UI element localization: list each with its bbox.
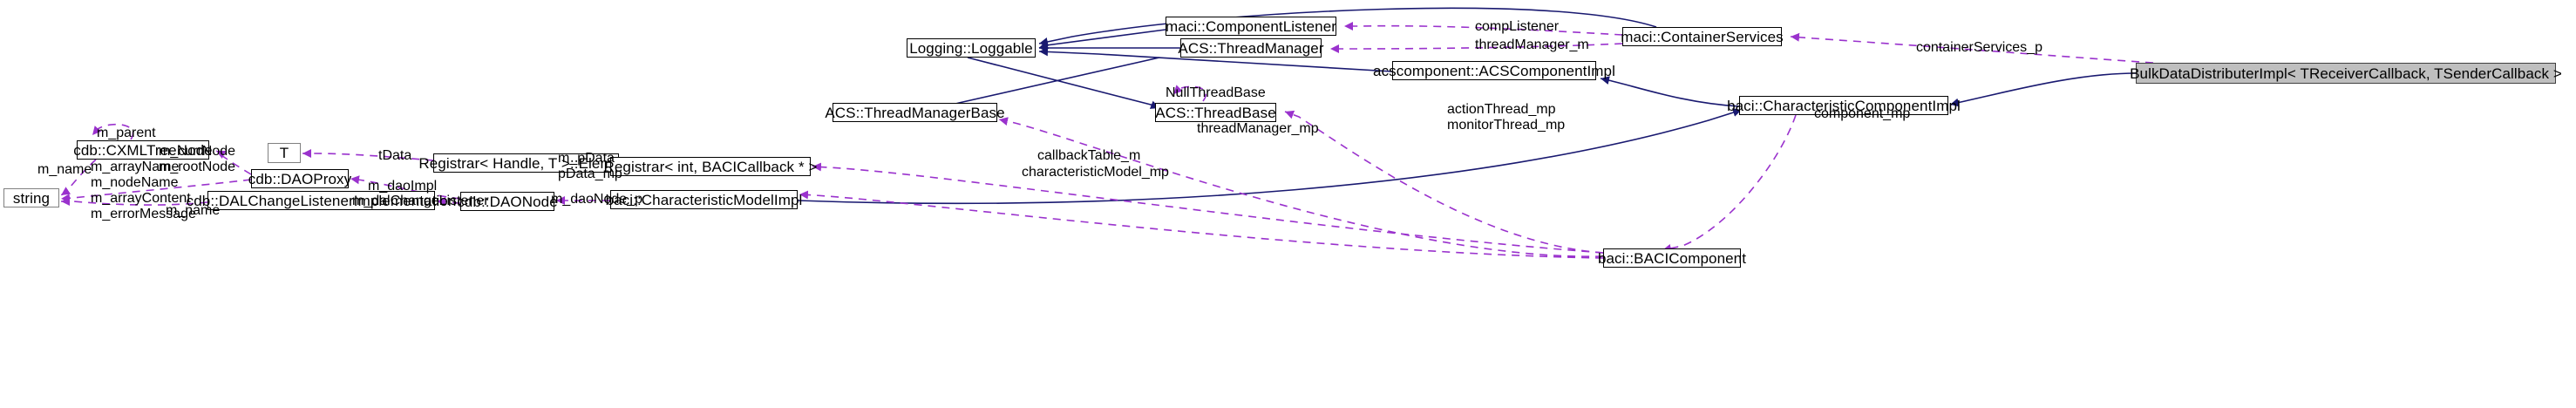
node-label: string — [12, 189, 51, 207]
edge-label-m-name-dalchangelistener: m_name — [166, 203, 221, 218]
node-acs-threadmanager[interactable]: ACS::ThreadManager — [1178, 38, 1324, 58]
edge-label-m-arrayname: m_arrayName m_nodeName m_arrayContent m_… — [91, 160, 196, 221]
node-label: ACS::ThreadBase — [1155, 104, 1276, 121]
node-cdb-dalchangelistenerimplementation[interactable]: cdb::DALChangeListenerImplementation — [187, 191, 456, 210]
node-label: baci::BACIComponent — [1597, 249, 1747, 267]
node-label: BulkDataDistributerImpl< TReceiverCallba… — [2130, 65, 2562, 82]
node-cdb-daonode[interactable]: cdb::DAONode — [457, 192, 558, 211]
edge-label-containerservices-p: containerServices_p — [1916, 40, 2042, 55]
node-maci-containerservices[interactable]: maci::ContainerServices — [1621, 27, 1784, 46]
edge-label-complistener: compListener — [1475, 19, 1560, 34]
node-template-parameter-t[interactable]: T — [268, 143, 301, 163]
node-label: Registrar< int, BACICallback * > — [603, 158, 818, 175]
node-label: baci::CharacteristicModelImpl — [605, 191, 803, 208]
edge-label-callbacktable-m: callbackTable_m — [1037, 148, 1141, 163]
edge-label-threadmanager-m: threadManager_m — [1475, 37, 1589, 52]
node-acs-threadmanagerbase[interactable]: ACS::ThreadManagerBase — [825, 103, 1005, 122]
edge-label-m-parent: m_parent — [97, 126, 156, 140]
node-label: Logging::Loggable — [909, 39, 1033, 57]
edge-label-tdata: tData — [378, 148, 412, 163]
edge-label-actionthread-mp: actionThread_mp monitorThread_mp — [1447, 102, 1566, 133]
edge-label-threadmanager-mp: threadManager_mp — [1197, 121, 1319, 136]
node-acscomponent-acscomponentimpl[interactable]: acscomponent::ACSComponentImpl — [1373, 61, 1615, 80]
edge-label-m-name-cxmltreenode: m_name — [37, 162, 92, 177]
node-baci-characteristicmodelimpl[interactable]: baci::CharacteristicModelImpl — [606, 190, 802, 209]
node-baci-characteristiccomponentimpl[interactable]: baci::CharacteristicComponentImpl — [1727, 96, 1961, 115]
node-label: cdb::DALChangeListenerImplementation — [186, 192, 457, 209]
node-label: Registrar< Handle, T >::Element — [418, 154, 634, 172]
node-cdb-cxmltreenode[interactable]: cdb::CXMLTreeNode — [73, 140, 213, 160]
edge-label-component-mp: component_mp — [1814, 106, 1911, 121]
node-label: cdb::DAONode — [457, 193, 558, 210]
node-label: maci::ComponentListener — [1166, 17, 1337, 35]
edge-label-m-dalchangelistener: m_dalChangeListener — [352, 194, 489, 208]
node-label: T — [279, 145, 289, 161]
node-registrar-int-bacicallback[interactable]: Registrar< int, BACICallback * > — [603, 157, 817, 176]
node-maci-componentlistener[interactable]: maci::ComponentListener — [1166, 17, 1336, 36]
edge-label-nullthreadbase: NullThreadBase — [1166, 85, 1266, 100]
node-cdb-daoproxy[interactable]: cdb::DAOProxy — [248, 169, 352, 188]
node-label: ACS::ThreadManager — [1178, 39, 1324, 57]
edge-label-characteristicmodel-mp: characteristicModel_mp — [1022, 165, 1169, 180]
edge-label-m-daonode-p: m_daoNode_p — [551, 192, 642, 207]
node-registrar-handle-t-element[interactable]: Registrar< Handle, T >::Element — [418, 153, 634, 173]
node-label: baci::CharacteristicComponentImpl — [1727, 97, 1961, 114]
node-bulkdatadistributerimpl[interactable]: BulkDataDistributerImpl< TReceiverCallba… — [2130, 63, 2562, 84]
node-label: cdb::DAOProxy — [248, 170, 352, 187]
node-acs-threadbase[interactable]: ACS::ThreadBase — [1155, 103, 1276, 122]
node-label: maci::ContainerServices — [1621, 28, 1784, 45]
edge-label-m-daoimpl: m_daoImpl — [368, 179, 438, 194]
node-baci-bacicomponent[interactable]: baci::BACIComponent — [1598, 248, 1746, 268]
node-label: cdb::CXMLTreeNode — [73, 141, 213, 159]
node-label: ACS::ThreadManagerBase — [825, 104, 1005, 121]
node-logging-loggable[interactable]: Logging::Loggable — [907, 38, 1036, 58]
usage-edges — [60, 22, 2154, 259]
edge-label-m-pdata: m_pData pData_mp — [558, 151, 622, 181]
node-label: acscomponent::ACSComponentImpl — [1373, 62, 1615, 79]
node-string[interactable]: string — [3, 188, 59, 207]
